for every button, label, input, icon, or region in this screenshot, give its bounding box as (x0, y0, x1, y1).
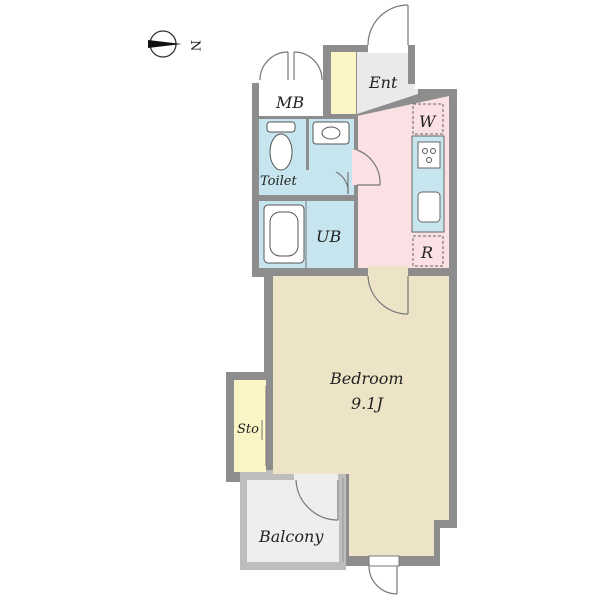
toilet-tank-icon (266, 121, 296, 133)
balcony-door-arc (295, 479, 339, 521)
entrance-door-gap (368, 45, 408, 53)
washer-space (412, 103, 444, 135)
compass: N (148, 30, 202, 58)
entrance-door-arc (367, 4, 409, 46)
basin-bowl-icon (321, 126, 341, 140)
toilet-door-gap (306, 170, 310, 195)
compass-north-label: N (187, 40, 202, 51)
doors (259, 4, 409, 595)
washer-label: W (419, 112, 437, 131)
refrigerator-space (412, 235, 444, 267)
outside-notch (252, 45, 326, 83)
bedroom-door-arc (367, 275, 409, 315)
balcony-floor (247, 480, 339, 562)
wash-door-gap (352, 150, 360, 185)
sink-icon (417, 191, 441, 223)
burner-icon (430, 148, 436, 154)
refrigerator-label: R (420, 243, 433, 262)
entrance-notch (415, 45, 457, 89)
wall-mb-toilet (252, 116, 357, 119)
bathtub-icon (263, 204, 305, 264)
wall-toilet-wash (306, 118, 309, 195)
stove-icon (417, 141, 441, 169)
wall-bedroom-top (264, 268, 457, 276)
compass-needle-icon (148, 40, 182, 48)
bedroom-window-arc (368, 565, 398, 595)
bedroom-label: Bedroom (329, 369, 404, 388)
mb-door-arc-left (259, 51, 289, 81)
entrance-floor (357, 52, 418, 114)
storage-floor (234, 380, 266, 472)
mb-floor (259, 84, 323, 116)
balcony-door-gap (294, 474, 338, 482)
wash-door-arc (356, 149, 381, 186)
mb-door-gap (259, 78, 323, 86)
shoe-box (331, 52, 356, 114)
washbasin-icon (312, 121, 350, 145)
bedroom-size-label: 9.1J (351, 394, 384, 413)
wall-mb-entrance (323, 45, 331, 117)
storage-label: Sto (237, 422, 259, 437)
unit-bath-label: UB (316, 227, 341, 246)
bedroom-door-gap (368, 266, 408, 276)
internal-walls (252, 45, 457, 276)
toilet-label: Toilet (260, 174, 297, 189)
balcony-label: Balcony (258, 527, 324, 546)
bathtub-inner-icon (269, 211, 299, 257)
bedroom-window-icon (368, 555, 400, 567)
wall-wet-kitchen (354, 114, 358, 274)
entrance-label: Ent (368, 73, 398, 92)
bedroom-notch (440, 528, 460, 570)
burner-icon (426, 157, 432, 163)
toilet-bowl-icon (269, 133, 293, 171)
bedroom-floor (273, 276, 449, 556)
burner-icon (422, 148, 428, 154)
mb-label: MB (275, 93, 304, 112)
wall-toilet-bath (252, 195, 357, 201)
mb-door-arc-right (293, 51, 323, 81)
